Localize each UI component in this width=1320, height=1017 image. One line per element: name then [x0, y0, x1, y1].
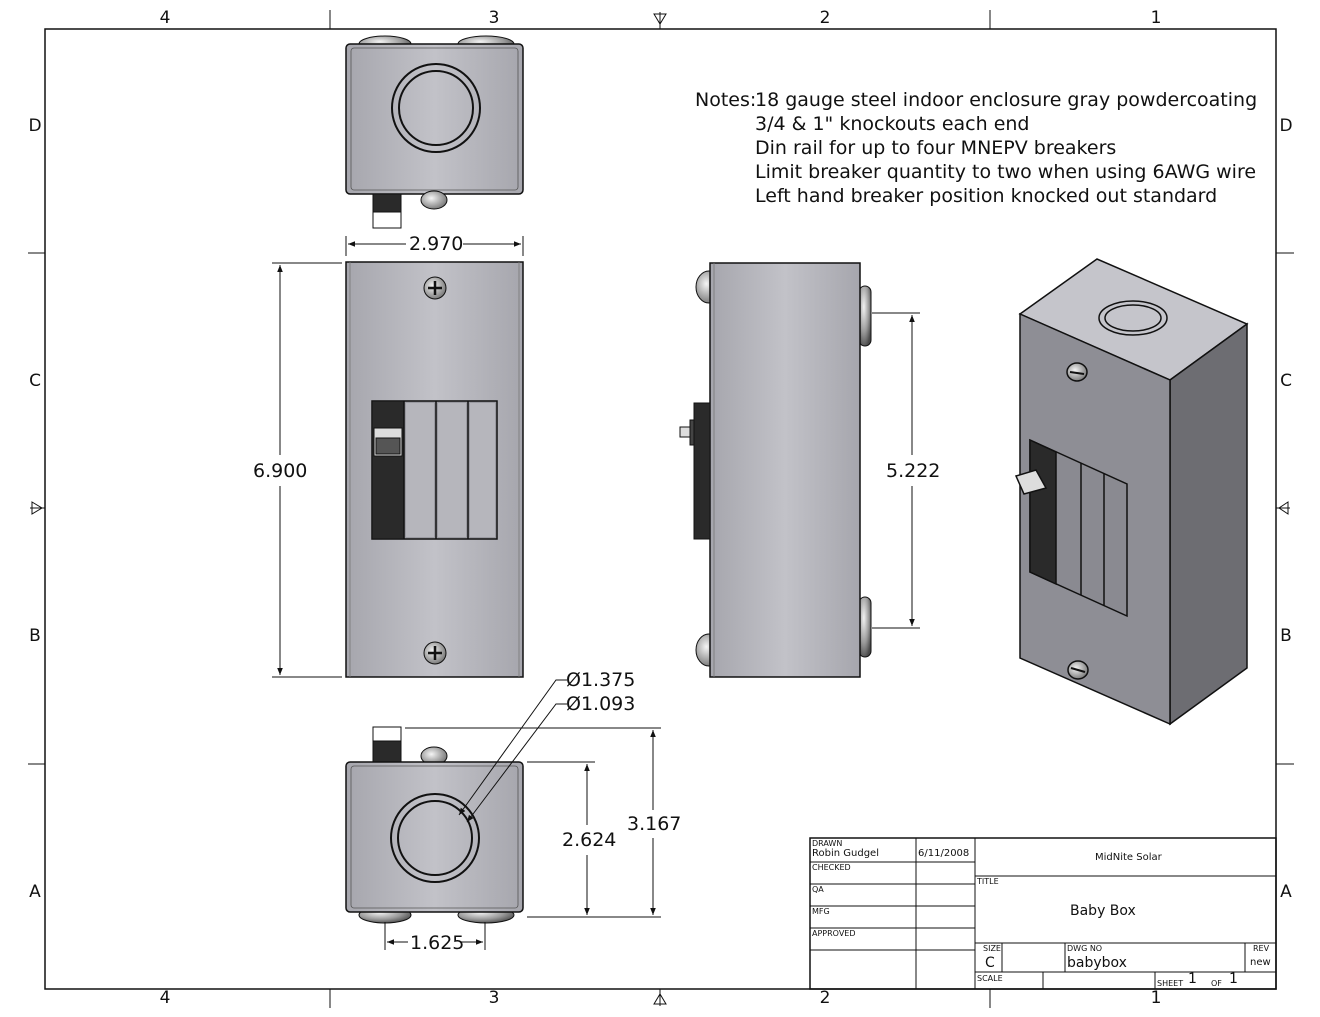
tb-size-label: SIZE — [983, 944, 1001, 953]
dim-knockout-large: Ø1.375 — [566, 669, 636, 691]
dim-top-width: 2.970 — [409, 233, 464, 255]
zone-col-1-top: 1 — [1150, 8, 1162, 28]
note-line-4: Limit breaker quantity to two when using… — [755, 161, 1257, 183]
notes-label: Notes: — [695, 89, 757, 111]
dim-bottom-width: 1.625 — [410, 932, 465, 954]
tb-drawn-date: 6/11/2008 — [918, 848, 970, 859]
dim-knockout-small: Ø1.093 — [566, 693, 636, 715]
dim-bottom-height-outer: 3.167 — [627, 813, 682, 835]
tb-rev: new — [1250, 957, 1271, 968]
tb-drawn-label: DRAWN — [812, 839, 843, 848]
tb-title: Baby Box — [1070, 903, 1136, 919]
zone-row-a-right: A — [1280, 882, 1292, 902]
note-line-1: 18 gauge steel indoor enclosure gray pow… — [755, 89, 1258, 111]
notes-block: Notes:18 gauge steel indoor enclosure gr… — [695, 88, 1257, 208]
zone-col-4-top: 4 — [159, 8, 171, 28]
tb-approved-label: APPROVED — [812, 929, 856, 938]
top-view — [345, 35, 524, 229]
dim-bottom-height-inner: 2.624 — [562, 829, 617, 851]
zone-row-d-right: D — [1279, 116, 1293, 136]
dimension-lines — [272, 236, 920, 950]
tb-drawn-by: Robin Gudgel — [812, 848, 879, 859]
tb-company: MidNite Solar — [1095, 852, 1162, 863]
zone-col-2-top: 2 — [819, 8, 831, 28]
note-line-3: Din rail for up to four MNEPV breakers — [755, 137, 1117, 159]
zone-row-a-left: A — [29, 882, 41, 902]
zone-row-c-right: C — [1280, 371, 1292, 391]
title-block-grid — [809, 837, 1277, 990]
top-knockout — [391, 63, 481, 153]
tb-size: C — [985, 955, 995, 971]
zone-col-3-top: 3 — [488, 8, 500, 28]
front-screw-bottom — [423, 641, 447, 665]
iso-knockout — [1098, 300, 1168, 336]
isometric-view — [1014, 258, 1249, 726]
tb-scale-label: SCALE — [977, 974, 1003, 983]
bottom-knockout — [390, 793, 480, 883]
zone-col-1-bottom: 1 — [1150, 988, 1162, 1008]
iso-screw-top — [1066, 362, 1088, 382]
zone-row-d-left: D — [28, 116, 42, 136]
drawing-border — [28, 10, 1294, 1008]
zone-col-2-bottom: 2 — [819, 988, 831, 1008]
zone-col-4-bottom: 4 — [159, 988, 171, 1008]
breaker-panel — [371, 400, 498, 540]
front-view — [345, 261, 524, 678]
tb-of-label: OF — [1211, 979, 1222, 988]
tb-dwg-no: babybox — [1067, 955, 1127, 971]
tb-checked-label: CHECKED — [812, 863, 851, 872]
dim-side-span: 5.222 — [886, 460, 941, 482]
tb-sheet: 1 — [1188, 971, 1197, 987]
tb-dwg-no-label: DWG NO — [1067, 944, 1103, 953]
front-screw-top — [423, 276, 447, 300]
zone-row-c-left: C — [29, 371, 41, 391]
tb-sheet-label: SHEET — [1157, 979, 1184, 988]
iso-screw-bottom — [1067, 660, 1089, 680]
dim-front-height: 6.900 — [253, 460, 308, 482]
tb-sheet-total: 1 — [1229, 971, 1238, 987]
iso-breaker-panel — [1014, 438, 1128, 618]
note-line-5: Left hand breaker position knocked out s… — [755, 185, 1218, 207]
zone-col-3-bottom: 3 — [488, 988, 500, 1008]
zone-row-b-left: B — [29, 626, 41, 646]
tb-mfg-label: MFG — [812, 907, 830, 916]
bottom-view — [345, 726, 524, 924]
side-view — [679, 262, 872, 678]
zone-row-b-right: B — [1280, 626, 1292, 646]
tb-qa-label: QA — [812, 885, 824, 894]
tb-rev-label: REV — [1253, 944, 1270, 953]
tb-title-label: TITLE — [977, 877, 999, 886]
note-line-2: 3/4 & 1" knockouts each end — [755, 113, 1030, 135]
